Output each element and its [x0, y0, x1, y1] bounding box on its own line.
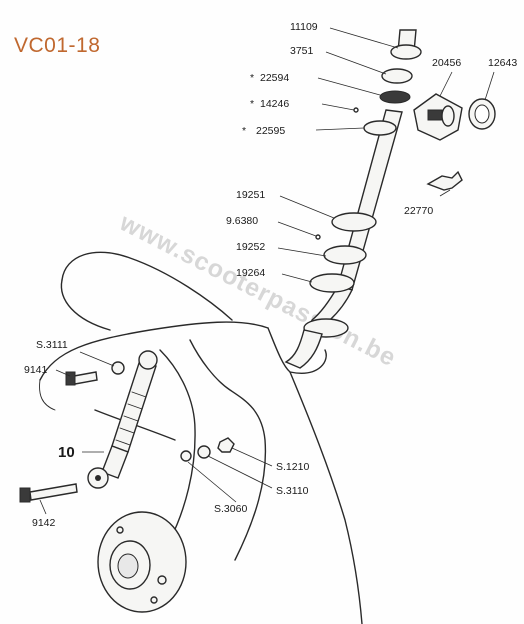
label-s3111: S.3111	[36, 339, 68, 351]
part-22770-key[interactable]	[426, 170, 463, 191]
part-11109[interactable]	[390, 44, 422, 60]
label-s3110: S.3110	[276, 485, 309, 497]
part-s3111[interactable]	[111, 361, 125, 375]
label-96380: 9.6380	[226, 215, 258, 227]
part-s3110[interactable]	[197, 445, 211, 459]
label-s1210: S.1210	[276, 461, 309, 473]
bearing-stack	[309, 44, 422, 293]
part-19264[interactable]	[309, 273, 355, 293]
part-3751[interactable]	[381, 68, 413, 84]
label-19264: 19264	[236, 267, 265, 279]
label-19252: 19252	[236, 241, 265, 253]
part-19252[interactable]	[323, 245, 367, 265]
asterisk-14246: *	[250, 98, 254, 110]
label-22594: 22594	[260, 72, 289, 84]
part-22595[interactable]	[363, 120, 397, 136]
label-22595: 22595	[256, 125, 285, 137]
label-s3060: S.3060	[214, 503, 247, 515]
part-14246[interactable]	[353, 107, 359, 113]
steering-column	[284, 29, 417, 369]
label-9142: 9142	[32, 517, 56, 529]
asterisk-22594: *	[250, 72, 254, 84]
label-19251: 19251	[236, 189, 265, 201]
part-96380[interactable]	[315, 234, 321, 240]
bolt-9142[interactable]	[19, 483, 78, 503]
part-s1210[interactable]	[217, 437, 235, 453]
leader-lines	[39, 27, 495, 515]
label-3751: 3751	[290, 45, 314, 57]
steering-lock[interactable]	[413, 93, 463, 141]
label-14246: 14246	[260, 98, 289, 110]
label-20456: 20456	[432, 57, 461, 69]
asterisk-22595: *	[242, 125, 246, 137]
label-22770: 22770	[404, 205, 433, 217]
part-s3060[interactable]	[180, 450, 192, 462]
label-11109: 11109	[290, 21, 318, 33]
diagram-code: VC01-18	[14, 34, 101, 57]
part-19251[interactable]	[331, 212, 377, 232]
label-9141: 9141	[24, 364, 48, 376]
wheel-hub	[97, 511, 187, 613]
label-10: 10	[58, 444, 75, 461]
frame-body	[39, 251, 363, 624]
shock-absorber[interactable]	[87, 350, 158, 489]
label-12643: 12643	[488, 57, 517, 69]
part-22594[interactable]	[379, 90, 411, 104]
bolt-9141[interactable]	[65, 371, 98, 386]
